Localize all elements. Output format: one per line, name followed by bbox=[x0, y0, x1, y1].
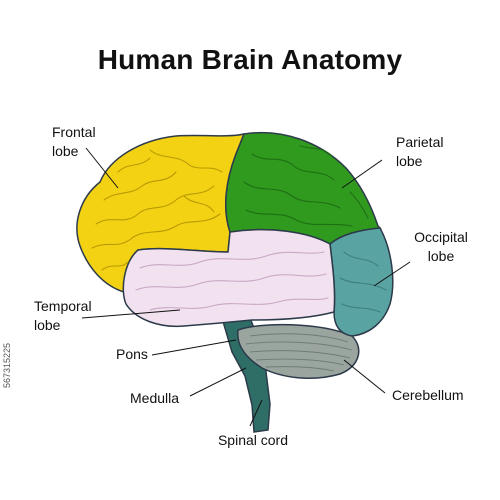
leader-occipital bbox=[373, 261, 411, 287]
leader-cerebellum bbox=[343, 359, 386, 394]
occipital-lobe-shape bbox=[329, 227, 394, 337]
leader-parietal bbox=[341, 159, 383, 189]
leader-medulla bbox=[189, 367, 247, 397]
leader-lines bbox=[81, 147, 411, 427]
cerebellum-folia bbox=[245, 333, 353, 372]
temporal-gyri bbox=[135, 251, 329, 311]
occipital-gyri bbox=[339, 251, 387, 313]
temporal-lobe-shape bbox=[122, 228, 336, 328]
parietal-gyri bbox=[243, 145, 369, 227]
label-occipital-lobe: Occipital lobe bbox=[414, 229, 468, 264]
label-cerebellum: Cerebellum bbox=[392, 387, 464, 403]
leader-frontal bbox=[85, 147, 119, 189]
leader-pons bbox=[151, 339, 237, 356]
stock-id-watermark: 567315225 bbox=[2, 342, 12, 388]
gyri-texture bbox=[91, 145, 387, 313]
label-temporal-lobe: Temporal lobe bbox=[34, 298, 92, 333]
label-medulla: Medulla bbox=[130, 390, 180, 406]
label-spinal-cord: Spinal cord bbox=[217, 432, 289, 448]
label-frontal-lobe: Frontal lobe bbox=[52, 124, 96, 159]
leader-spinal-cord bbox=[249, 399, 263, 427]
frontal-gyri bbox=[91, 149, 223, 271]
label-parietal-lobe: Parietal lobe bbox=[396, 134, 444, 169]
label-pons: Pons bbox=[116, 346, 148, 362]
parietal-lobe-shape bbox=[225, 131, 382, 245]
page-title: Human Brain Anatomy bbox=[97, 44, 403, 75]
leader-temporal bbox=[81, 309, 181, 319]
